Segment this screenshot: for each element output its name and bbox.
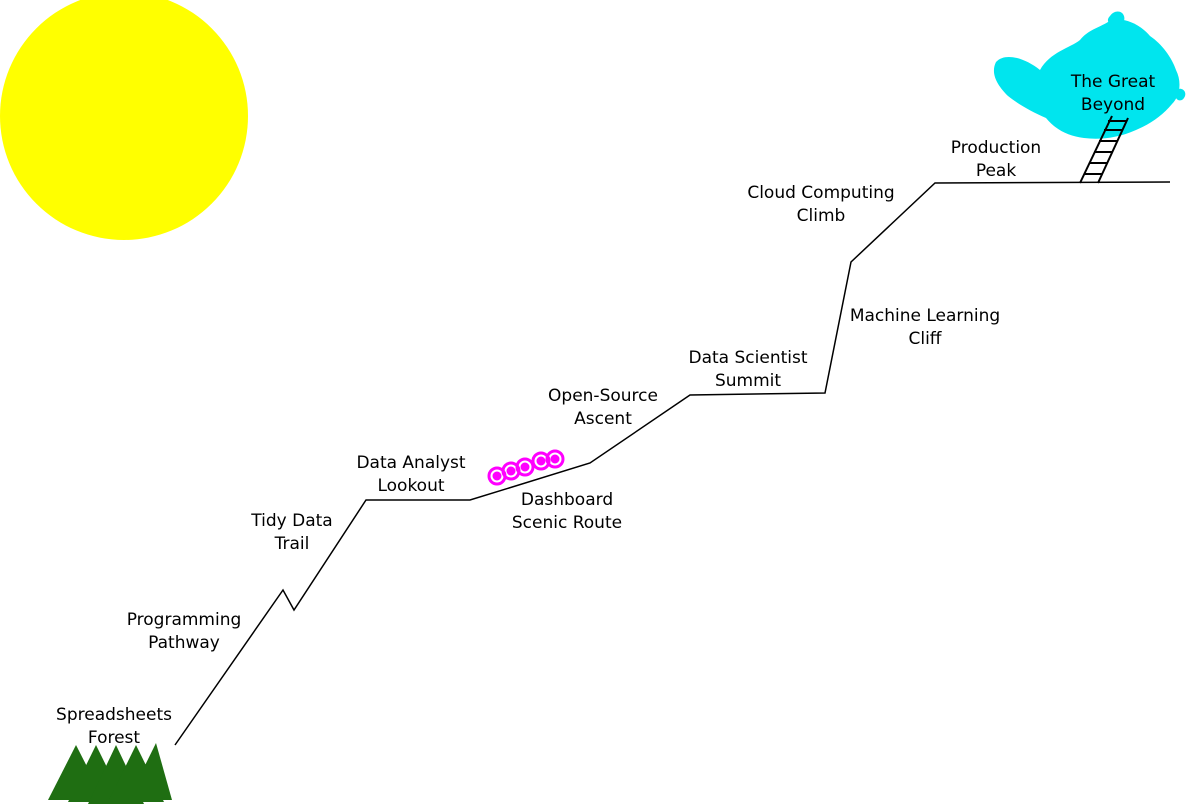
flower-icon <box>531 451 551 471</box>
tree-icon <box>128 743 172 800</box>
ladder-icon <box>1079 115 1129 184</box>
flower-icon <box>515 457 535 477</box>
flower-icon <box>545 449 565 469</box>
flower-cluster <box>487 449 565 486</box>
cloud-icon <box>993 11 1186 139</box>
sun-icon <box>0 0 248 240</box>
journey-path <box>174 181 1171 746</box>
forest <box>48 743 172 804</box>
